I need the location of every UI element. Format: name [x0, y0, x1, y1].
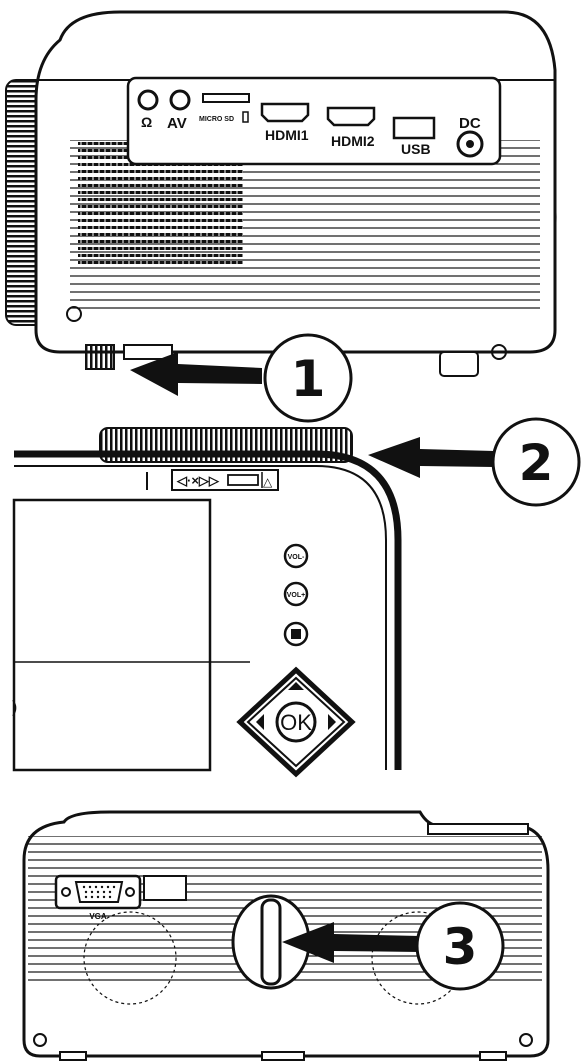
headphone-label: Ω	[141, 114, 152, 130]
ok-label: OK	[280, 710, 312, 735]
adjustable-foot	[85, 344, 115, 370]
micro-sd-slot	[202, 93, 250, 103]
callout-1: 1	[291, 350, 326, 408]
hdmi1-port	[260, 102, 310, 123]
edge-mark: )	[12, 699, 17, 716]
micro-sd-label: MICRO SD	[199, 116, 234, 123]
bottom-panel-projector-side: VGA 3	[22, 810, 550, 1061]
callout-3-circle	[415, 901, 505, 991]
usb-port	[392, 116, 436, 140]
ok-button	[275, 701, 317, 743]
vol-plus-label: VOL+	[287, 592, 305, 599]
callout-2-circle	[491, 417, 581, 507]
callout-1-circle	[263, 333, 353, 423]
av-jack	[169, 89, 191, 111]
av-label: AV	[167, 115, 187, 132]
hdmi2-port	[326, 106, 376, 127]
vol-minus-button	[283, 543, 309, 569]
dc-label: DC	[459, 115, 481, 132]
vol-minus-label: VOL-	[288, 554, 305, 561]
hdmi2-label: HDMI2	[331, 133, 375, 149]
vga-label: VGA	[89, 912, 107, 921]
middle-panel-control-top: ◁·×▷▷ △ ) VOL- VOL+ OK 2	[12, 417, 581, 778]
mode-strip-label: ◁·×▷▷	[176, 473, 220, 488]
hdmi1-label: HDMI1	[265, 127, 309, 143]
mode-strip-symbol: △	[263, 475, 273, 489]
arrow-3	[282, 922, 420, 963]
vol-plus-button	[283, 581, 309, 607]
callout-3: 3	[443, 918, 478, 976]
arrow-2	[368, 437, 494, 478]
arrow-1	[130, 352, 262, 396]
usb-label: USB	[401, 141, 431, 157]
top-panel-projector-rear: Ω AV MICRO SD HDMI1 HDMI2 USB DC 1	[5, 10, 557, 423]
control-body-outline	[14, 450, 402, 770]
screen-area	[12, 498, 212, 772]
headphone-jack	[137, 89, 159, 111]
callout-2: 2	[519, 434, 554, 492]
